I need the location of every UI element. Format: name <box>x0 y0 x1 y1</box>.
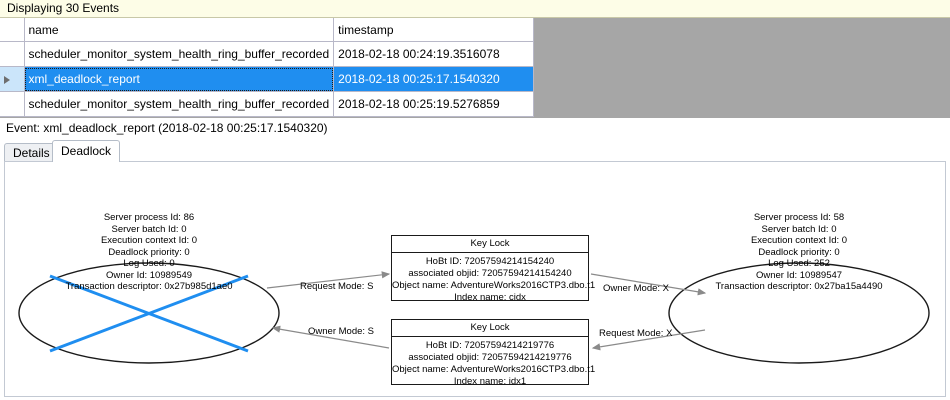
key-lock-line: Object name: AdventureWorks2016CTP3.dbo.… <box>392 364 596 375</box>
row-name[interactable]: scheduler_monitor_system_health_ring_buf… <box>24 91 335 117</box>
edge-label-request-mode-x: Request Mode: X <box>599 328 673 339</box>
row-selector[interactable] <box>0 66 25 92</box>
edge-label-owner-mode-x: Owner Mode: X <box>603 283 669 294</box>
edge-request-mode-x[interactable] <box>591 329 706 351</box>
process-right-node[interactable] <box>668 262 930 364</box>
key-lock-line: Index name: cidx <box>454 292 526 303</box>
grid-header-selector <box>0 18 25 42</box>
key-lock-body: HoBt ID: 72057594214154240 associated ob… <box>392 253 596 304</box>
row-timestamp[interactable]: 2018-02-18 00:24:19.3516078 <box>333 41 535 67</box>
events-grid[interactable]: name timestamp scheduler_monitor_system_… <box>0 18 535 117</box>
key-lock-line: HoBt ID: 72057594214219776 <box>425 340 555 351</box>
resource-node-key-lock-top[interactable]: Key Lock HoBt ID: 72057594214154240 asso… <box>391 235 596 304</box>
key-lock-line: Index name: idx1 <box>453 376 527 387</box>
edge-owner-mode-x[interactable] <box>590 273 707 296</box>
tab-details[interactable]: Details <box>4 143 59 161</box>
key-lock-line: associated objid: 72057594214154240 <box>408 268 572 279</box>
row-selector[interactable] <box>0 41 25 67</box>
deadlock-tab-panel: Server process Id: 86 Server batch Id: 0… <box>4 161 946 397</box>
row-arrow-icon <box>4 75 10 84</box>
row-timestamp[interactable]: 2018-02-18 00:25:17.1540320 <box>333 66 535 92</box>
edge-label-request-mode-s: Request Mode: S <box>300 281 374 292</box>
deadlock-graph[interactable]: Server process Id: 86 Server batch Id: 0… <box>5 162 945 396</box>
table-row-selected[interactable]: xml_deadlock_report 2018-02-18 00:25:17.… <box>0 66 535 92</box>
deadlock-graph-canvas <box>18 262 930 364</box>
table-row[interactable]: scheduler_monitor_system_health_ring_buf… <box>0 41 535 67</box>
key-lock-title: Key Lock <box>392 320 588 337</box>
key-lock-line: Object name: AdventureWorks2016CTP3.dbo.… <box>392 280 596 291</box>
event-caption: Event: xml_deadlock_report (2018-02-18 0… <box>0 119 950 137</box>
row-name[interactable]: xml_deadlock_report <box>24 66 335 92</box>
grid-header-row: name timestamp <box>0 18 535 42</box>
edge-owner-mode-s[interactable] <box>271 325 390 349</box>
row-timestamp[interactable]: 2018-02-18 00:25:19.5276859 <box>333 91 535 117</box>
table-row[interactable]: scheduler_monitor_system_health_ring_buf… <box>0 91 535 117</box>
edge-label-owner-mode-s: Owner Mode: S <box>308 326 374 337</box>
edge-request-mode-s[interactable] <box>266 271 391 289</box>
row-name[interactable]: scheduler_monitor_system_health_ring_buf… <box>24 41 335 67</box>
grid-header-timestamp[interactable]: timestamp <box>333 18 535 42</box>
key-lock-title: Key Lock <box>392 236 588 253</box>
key-lock-line: HoBt ID: 72057594214154240 <box>425 256 555 267</box>
victim-cross-icon <box>49 274 249 353</box>
key-lock-body: HoBt ID: 72057594214219776 associated ob… <box>392 337 596 388</box>
key-lock-line: associated objid: 72057594214219776 <box>408 352 572 363</box>
resource-node-key-lock-bottom[interactable]: Key Lock HoBt ID: 72057594214219776 asso… <box>391 319 596 388</box>
events-count-banner: Displaying 30 Events <box>0 0 950 18</box>
row-selector[interactable] <box>0 91 25 117</box>
tab-deadlock[interactable]: Deadlock <box>52 140 121 162</box>
grid-header-name[interactable]: name <box>24 18 335 42</box>
events-grid-area: name timestamp scheduler_monitor_system_… <box>0 18 950 136</box>
